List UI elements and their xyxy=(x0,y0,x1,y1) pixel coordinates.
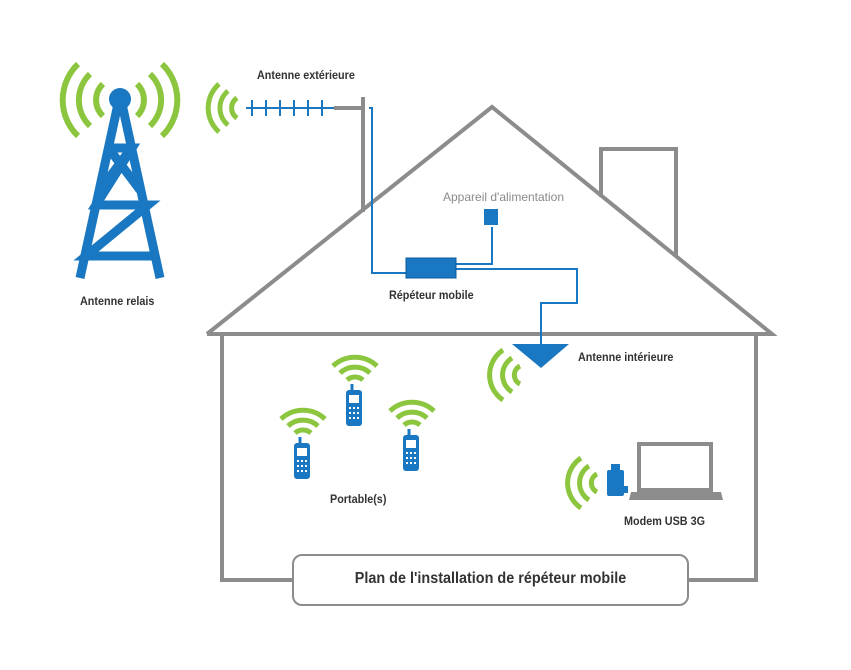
relay-tower-icon xyxy=(73,88,165,279)
phone-icon xyxy=(294,437,310,479)
relay-antenna-label: Antenne relais xyxy=(80,294,155,308)
caption-box: Plan de l'installation de répéteur mobil… xyxy=(292,554,689,606)
house-outline xyxy=(205,104,778,582)
power-supply-label: Appareil d'alimentation xyxy=(443,190,565,204)
repeater-label: Répéteur mobile xyxy=(389,288,474,302)
house-walls xyxy=(220,334,292,582)
phone-signal-icon xyxy=(388,399,436,428)
repeater-icon xyxy=(405,257,457,279)
phones-label: Portable(s) xyxy=(330,492,387,506)
usb-modem-signal-icon xyxy=(565,455,599,511)
phone-icon xyxy=(346,384,362,426)
outdoor-antenna-mast xyxy=(334,97,365,212)
phone-signal-icon xyxy=(331,354,379,383)
laptop-icon xyxy=(629,442,723,500)
house-chimney xyxy=(599,147,678,256)
indoor-antenna-signal-icon xyxy=(487,347,522,403)
outdoor-antenna-label: Antenne extérieure xyxy=(257,68,355,82)
power-supply-icon xyxy=(484,209,498,225)
cables xyxy=(369,107,578,344)
diagram-caption: Plan de l'installation de répéteur mobil… xyxy=(354,570,627,587)
usb-modem-icon xyxy=(607,464,628,496)
phone-signal-icon xyxy=(279,407,327,436)
usb-modem-label: Modem USB 3G xyxy=(624,514,706,528)
indoor-antenna-icon xyxy=(512,344,569,368)
phone-icon xyxy=(403,429,419,471)
tower-signal-icon xyxy=(59,61,181,139)
outdoor-antenna-signal-icon xyxy=(205,82,239,134)
indoor-antenna-label: Antenne intérieure xyxy=(578,350,674,364)
house-walls-right xyxy=(689,334,758,582)
house-roof xyxy=(205,104,778,336)
